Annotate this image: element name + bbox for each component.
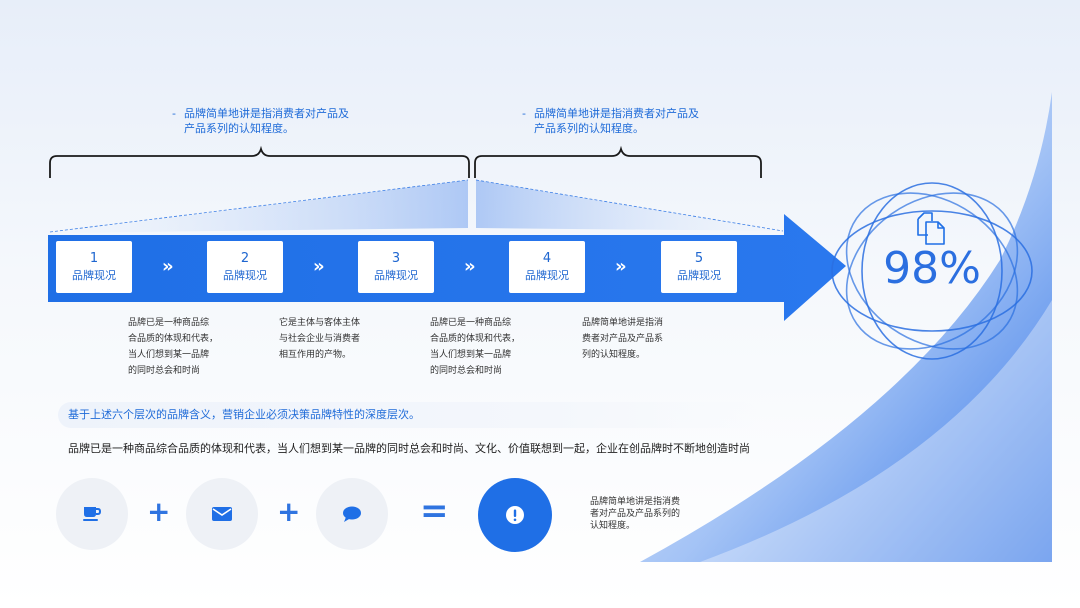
exclamation-icon xyxy=(506,506,524,524)
projection-left xyxy=(50,180,468,233)
step-box-2[interactable]: 2 品牌现况 xyxy=(207,241,283,293)
callout-left: - 品牌简单地讲是指消费者对产品及 产品系列的认知程度。 xyxy=(172,107,349,135)
step-description-2: 它是主体与客体主体 与社会企业与消费者 相互作用的产物。 xyxy=(279,318,361,360)
step-number: 3 xyxy=(391,251,401,266)
plus-sign: + xyxy=(277,495,301,528)
envelope-button[interactable] xyxy=(186,478,258,550)
equation-note: 品牌简单地讲是指消费 者对产品及产品系列的 认知程度。 xyxy=(590,497,681,531)
step-label: 品牌现况 xyxy=(677,269,721,282)
chat-bubble-button[interactable] xyxy=(316,478,388,550)
coffee-cup-icon xyxy=(83,507,102,521)
step-description-3: 品牌已是一种商品综 合品质的体现和代表， 当人们想到某一品牌 的同时总会和时尚 xyxy=(430,318,521,376)
process-arrow xyxy=(48,214,846,321)
step-number: 1 xyxy=(89,251,99,266)
step-number: 2 xyxy=(240,251,250,266)
step-description-4: 品牌简单地讲是指消 费者对产品及产品系 列的认知程度。 xyxy=(582,318,664,360)
chat-bubble-icon xyxy=(343,506,361,522)
brace-right xyxy=(474,145,762,178)
decorative-wedge xyxy=(640,92,1052,562)
step-number: 5 xyxy=(694,251,704,266)
body-text: 品牌已是一种商品综合品质的体现和代表，当人们想到某一品牌的同时总会和时尚、文化、… xyxy=(68,442,750,455)
plus-sign: + xyxy=(147,495,171,528)
step-number: 4 xyxy=(542,251,552,266)
step-box-5[interactable]: 5 品牌现况 xyxy=(661,241,737,293)
coffee-cup-button[interactable] xyxy=(56,478,128,550)
step-description-1: 品牌已是一种商品综 合品质的体现和代表， 当人们想到某一品牌 的同时总会和时尚 xyxy=(128,318,219,376)
chevron-right-icon: » xyxy=(162,256,174,277)
step-box-1[interactable]: 1 品牌现况 xyxy=(56,241,132,293)
stat-percentage: 98% xyxy=(883,243,981,294)
alert-button[interactable] xyxy=(478,478,552,552)
step-label: 品牌现况 xyxy=(525,269,569,282)
step-box-3[interactable]: 3 品牌现况 xyxy=(358,241,434,293)
chevron-right-icon: » xyxy=(313,256,325,277)
brace-left xyxy=(49,145,470,178)
orbit-graphic xyxy=(831,182,1033,360)
chevron-right-icon: » xyxy=(464,256,476,277)
step-box-4[interactable]: 4 品牌现况 xyxy=(509,241,585,293)
copy-icon xyxy=(917,212,945,245)
equals-sign: = xyxy=(420,491,449,531)
highlight-bar xyxy=(58,402,758,428)
step-label: 品牌现况 xyxy=(223,269,267,282)
highlight-text: 基于上述六个层次的品牌含义，营销企业必须决策品牌特性的深度层次。 xyxy=(68,408,420,421)
chevron-right-icon: » xyxy=(615,256,627,277)
step-label: 品牌现况 xyxy=(374,269,418,282)
envelope-icon xyxy=(212,507,232,521)
step-label: 品牌现况 xyxy=(72,269,116,282)
callout-right: - 品牌简单地讲是指消费者对产品及 产品系列的认知程度。 xyxy=(522,107,699,135)
